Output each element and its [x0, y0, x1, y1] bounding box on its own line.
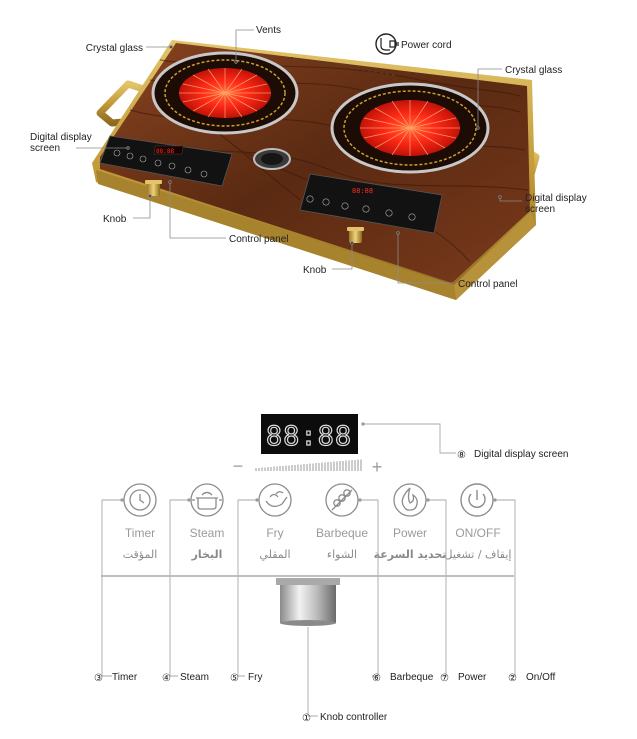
- minus-symbol: −: [233, 456, 244, 476]
- display-digits: 88:88: [266, 421, 352, 452]
- control-panel-right: 88:88: [299, 173, 443, 234]
- label-knob-left: Knob: [103, 214, 127, 225]
- cooktop-illustration: 88:88 88:88: [92, 33, 540, 300]
- callout-num-timer: ③: [94, 673, 103, 684]
- frame-front-face: [96, 170, 456, 300]
- left-display-digits: 88:88: [156, 148, 174, 155]
- button-label-steam: Steam: [190, 526, 225, 540]
- power-icon: [460, 483, 494, 517]
- callout-num-barbeque: ⑥: [372, 673, 381, 684]
- label-control-panel-left: Control panel: [229, 234, 288, 245]
- button-arabic-steam: البخار: [191, 548, 223, 561]
- knob-right: [347, 227, 364, 243]
- top-leader-lines: [76, 29, 522, 284]
- callout-text-display: Digital display screen: [474, 449, 569, 460]
- left-burner: [151, 51, 299, 135]
- callout-text-fry: Fry: [248, 672, 262, 683]
- callout-num-power: ⑦: [440, 673, 449, 684]
- callout-text-onoff: On/Off: [526, 672, 555, 683]
- callout-num-fry: ⑤: [230, 673, 239, 684]
- callouts: ⑧ Digital display screen ③ Timer ④ Steam…: [94, 449, 569, 724]
- button-label-barbeque: Barbeque: [316, 526, 368, 540]
- callout-num-onoff: ②: [508, 673, 517, 684]
- skewer-icon: [325, 483, 359, 517]
- label-digital-display-left-2: screen: [30, 143, 60, 154]
- label-digital-display-right-1: Digital display: [525, 193, 587, 204]
- right-burner: [330, 82, 490, 174]
- callout-text-knob: Knob controller: [320, 712, 388, 723]
- panel-closeup: 88:88 − +: [101, 414, 514, 626]
- plus-symbol: +: [372, 457, 383, 477]
- button-label-onoff: ON/OFF: [455, 526, 500, 540]
- right-display-digits: 88:88: [352, 187, 373, 195]
- callout-text-steam: Steam: [180, 672, 209, 683]
- button-arabic-timer: المؤقت: [123, 548, 158, 561]
- label-crystal-glass-left: Crystal glass: [86, 43, 143, 54]
- callout-num-steam: ④: [162, 673, 171, 684]
- power-slider: [255, 459, 362, 471]
- vents: [290, 57, 395, 76]
- callout-text-timer: Timer: [112, 672, 138, 683]
- knob-left: [145, 180, 162, 196]
- flame-icon: [393, 483, 427, 517]
- callout-num-knob: ①: [302, 713, 311, 724]
- label-digital-display-right-2: screen: [525, 204, 555, 215]
- knob-controller: [276, 578, 340, 626]
- callout-leader-lines: [101, 422, 516, 717]
- control-panel-left: 88:88: [99, 135, 233, 187]
- clock-icon: [123, 483, 157, 517]
- button-arabic-barbeque: الشواء: [327, 548, 357, 561]
- callout-text-power: Power: [458, 672, 487, 683]
- button-arabic-onoff: إيقاف / تشغيل: [445, 548, 512, 561]
- callout-num-display: ⑧: [457, 450, 466, 461]
- label-control-panel-right: Control panel: [458, 279, 517, 290]
- button-arabic-power: تحديد السرعة: [374, 548, 447, 561]
- frame-right-face: [454, 212, 536, 300]
- pot-icon: [190, 483, 224, 517]
- frying-pan-icon: [258, 483, 292, 517]
- label-crystal-glass-right: Crystal glass: [505, 65, 562, 76]
- digital-display: [261, 414, 358, 454]
- label-power-cord: Power cord: [401, 40, 452, 51]
- plug-icon: [375, 33, 399, 55]
- button-label-timer: Timer: [125, 526, 155, 540]
- top-labels: Crystal glass Vents Power cord Crystal g…: [30, 25, 587, 290]
- button-label-power: Power: [393, 526, 427, 540]
- center-vent-grille: [253, 148, 291, 170]
- button-arabic-fry: المقلي: [259, 548, 290, 561]
- label-digital-display-left-1: Digital display: [30, 132, 92, 143]
- label-knob-right: Knob: [303, 265, 327, 276]
- button-label-fry: Fry: [266, 526, 283, 540]
- label-vents: Vents: [256, 25, 281, 36]
- callout-text-barbeque: Barbeque: [390, 672, 434, 683]
